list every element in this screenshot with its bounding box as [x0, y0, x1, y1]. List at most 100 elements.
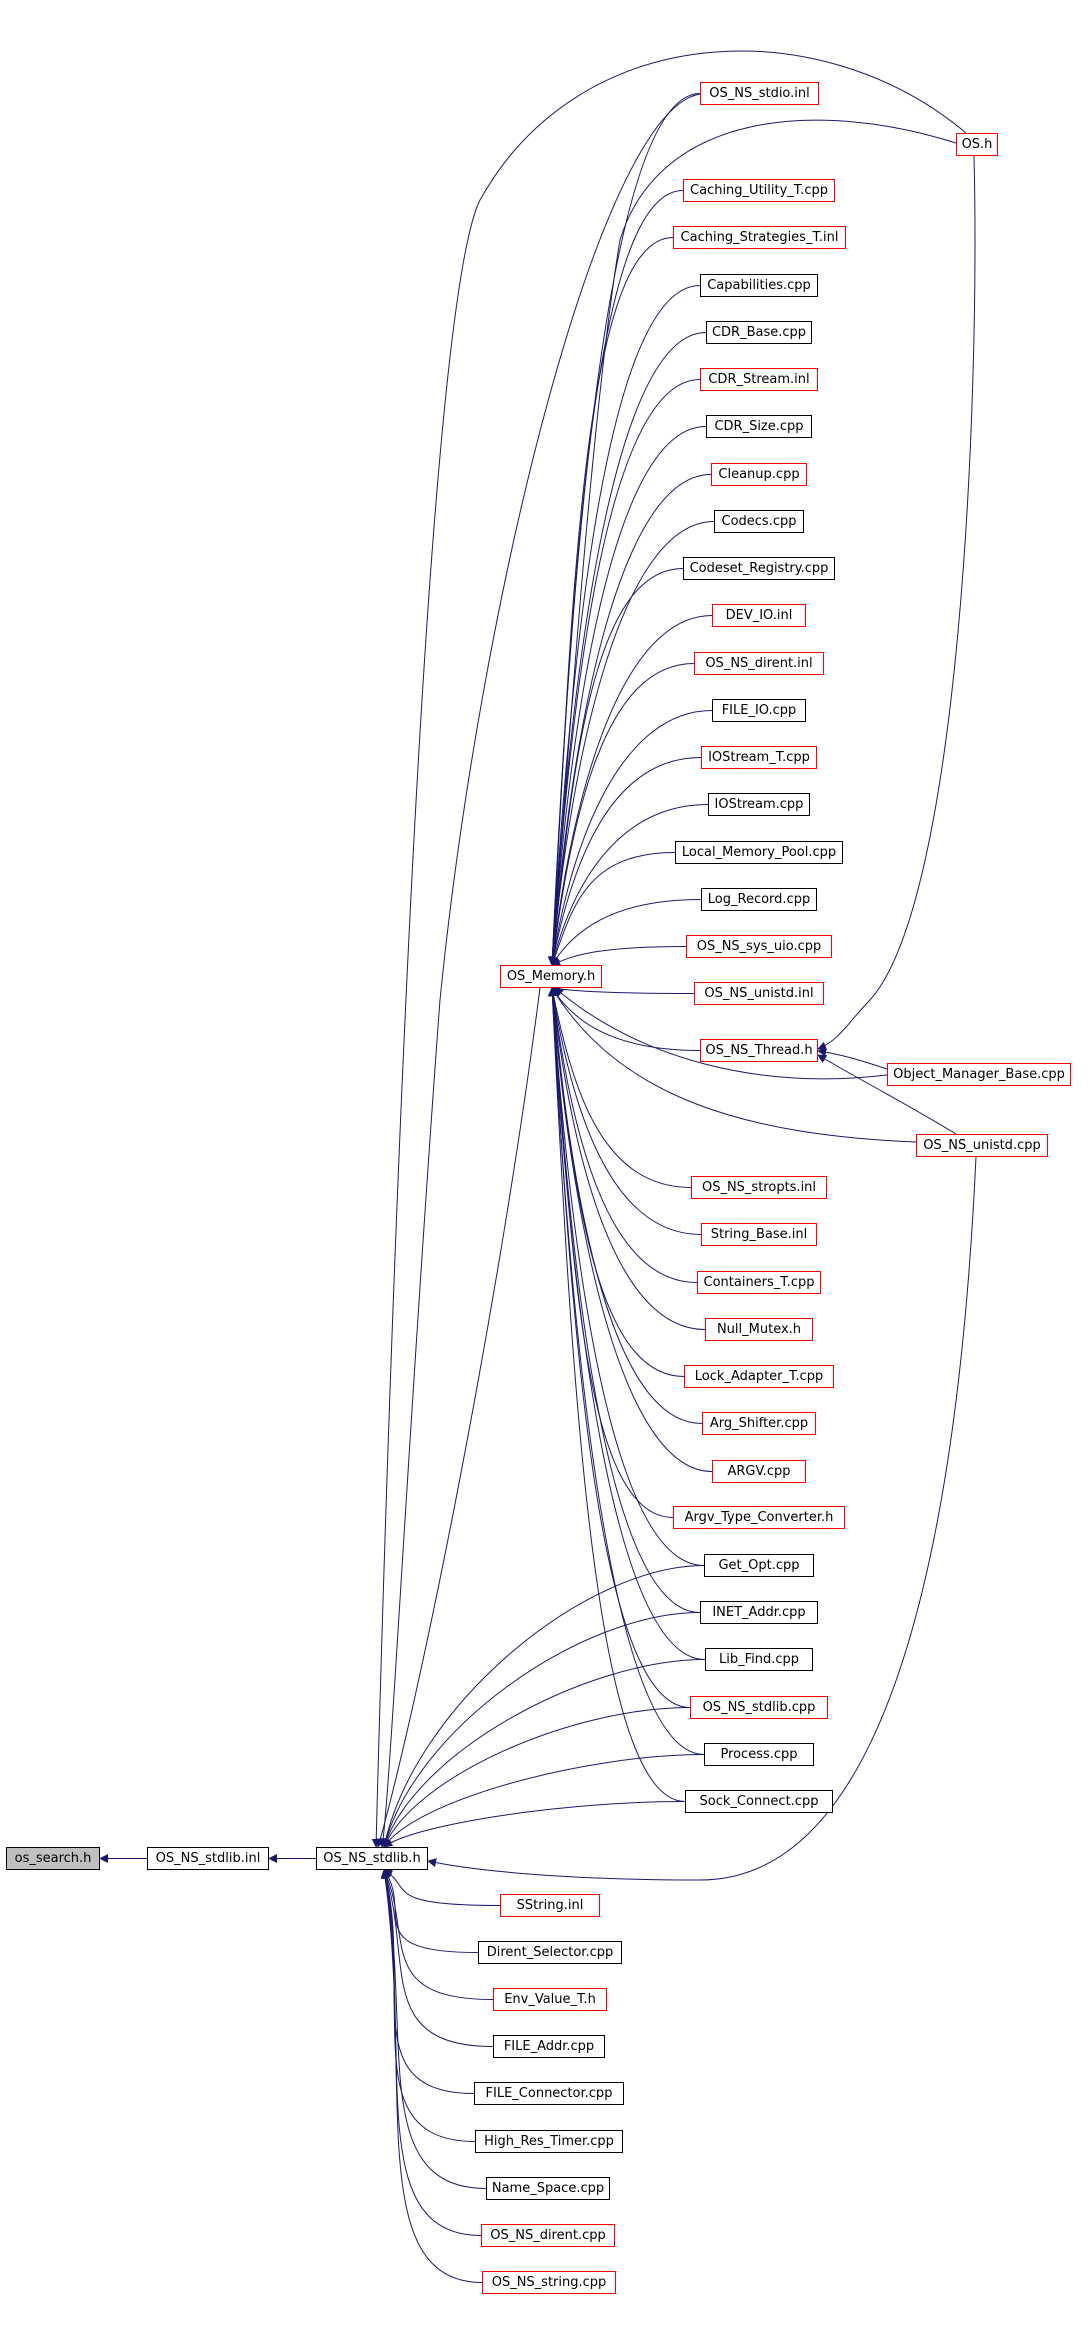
- node-cdr-base-cpp[interactable]: CDR_Base.cpp: [706, 321, 812, 344]
- node-os-ns-unistd-inl[interactable]: OS_NS_unistd.inl: [694, 982, 824, 1005]
- edge-file-io-cpp-to-os-memory-h: [548, 710, 713, 966]
- node-lock-adapter-t-cpp[interactable]: Lock_Adapter_T.cpp: [684, 1365, 834, 1388]
- edge-os-h-to-os-memory-h: [548, 119, 957, 966]
- node-containers-t-cpp[interactable]: Containers_T.cpp: [697, 1271, 821, 1294]
- edge-os-ns-thread-h-to-os-memory-h: [551, 987, 701, 1051]
- edge-sock-connect-cpp-to-os-memory-h: [547, 987, 686, 1802]
- edge-os-ns-stdlib-cpp-to-os-ns-stdlib-h: [383, 1707, 691, 1848]
- node-os-h[interactable]: OS.h: [956, 133, 998, 156]
- node-argv-type-converter-h[interactable]: Argv_Type_Converter.h: [673, 1506, 845, 1529]
- node-file-connector-cpp[interactable]: FILE_Connector.cpp: [474, 2082, 624, 2105]
- edge-cdr-size-cpp-to-os-memory-h: [548, 426, 707, 966]
- node-iostream-cpp[interactable]: IOStream.cpp: [708, 793, 810, 816]
- edge-os-ns-dirent-cpp-to-os-ns-stdlib-h: [380, 1869, 482, 2236]
- edge-cdr-stream-inl-to-os-memory-h: [548, 379, 701, 966]
- edge-log-record-cpp-to-os-memory-h: [551, 899, 702, 966]
- edge-name-space-cpp-to-os-ns-stdlib-h: [381, 1869, 487, 2189]
- edge-string-base-inl-to-os-memory-h: [548, 987, 702, 1235]
- edge-codecs-cpp-to-os-memory-h: [548, 521, 715, 966]
- edge-env-value-t-h-to-os-ns-stdlib-h: [383, 1869, 494, 2000]
- node-argv-cpp[interactable]: ARGV.cpp: [712, 1460, 806, 1483]
- node-name-space-cpp[interactable]: Name_Space.cpp: [486, 2177, 610, 2200]
- node-codecs-cpp[interactable]: Codecs.cpp: [714, 510, 804, 533]
- node-file-addr-cpp[interactable]: FILE_Addr.cpp: [493, 2035, 605, 2058]
- edge-argv-cpp-to-os-memory-h: [548, 987, 713, 1472]
- edge-os-ns-dirent-inl-to-os-memory-h: [548, 663, 695, 966]
- node-dev-io-inl[interactable]: DEV_IO.inl: [712, 604, 806, 627]
- edge-process-cpp-to-os-memory-h: [547, 987, 705, 1755]
- edge-os-h-to-os-ns-stdlib-h: [371, 50, 967, 1848]
- edge-iostream-t-cpp-to-os-memory-h: [549, 757, 702, 966]
- edge-codeset-registry-cpp-to-os-memory-h: [548, 568, 684, 966]
- edge-os-ns-unistd-cpp-to-os-ns-stdlib-h: [427, 1156, 977, 1881]
- edge-local-memory-pool-cpp-to-os-memory-h: [550, 852, 676, 966]
- edge-object-manager-base-cpp-to-os-memory-h: [554, 987, 888, 1080]
- node-cdr-stream-inl[interactable]: CDR_Stream.inl: [700, 368, 818, 391]
- edge-cleanup-cpp-to-os-memory-h: [548, 474, 712, 966]
- node-caching-strategies-t-inl[interactable]: Caching_Strategies_T.inl: [673, 226, 846, 249]
- node-os-ns-stdlib-cpp[interactable]: OS_NS_stdlib.cpp: [690, 1696, 828, 1719]
- node-log-record-cpp[interactable]: Log_Record.cpp: [701, 888, 817, 911]
- node-cleanup-cpp[interactable]: Cleanup.cpp: [711, 463, 807, 486]
- edge-null-mutex-h-to-os-memory-h: [548, 987, 706, 1330]
- edge-file-addr-cpp-to-os-ns-stdlib-h: [382, 1869, 494, 2047]
- node-inet-addr-cpp[interactable]: INET_Addr.cpp: [700, 1601, 818, 1624]
- edge-cdr-base-cpp-to-os-memory-h: [548, 332, 707, 966]
- edge-os-ns-stropts-inl-to-os-memory-h: [549, 987, 692, 1188]
- node-cdr-size-cpp[interactable]: CDR_Size.cpp: [706, 415, 812, 438]
- node-sstring-inl[interactable]: SString.inl: [500, 1894, 600, 1917]
- edge-dev-io-inl-to-os-memory-h: [548, 615, 713, 966]
- node-os-ns-string-cpp[interactable]: OS_NS_string.cpp: [482, 2271, 616, 2294]
- node-env-value-t-h[interactable]: Env_Value_T.h: [493, 1988, 607, 2011]
- edge-inet-addr-cpp-to-os-ns-stdlib-h: [381, 1612, 701, 1848]
- edge-lib-find-cpp-to-os-ns-stdlib-h: [382, 1659, 706, 1848]
- node-arg-shifter-cpp[interactable]: Arg_Shifter.cpp: [702, 1412, 816, 1435]
- node-capabilities-cpp[interactable]: Capabilities.cpp: [700, 274, 818, 297]
- node-os-ns-stdlib-h[interactable]: OS_NS_stdlib.h: [316, 1847, 428, 1870]
- edge-dirent-selector-cpp-to-os-ns-stdlib-h: [383, 1869, 479, 1953]
- edge-os-ns-stdio-inl-to-os-ns-stdlib-h: [378, 93, 701, 1848]
- node-os-search-h: os_search.h: [6, 1847, 100, 1870]
- edge-capabilities-cpp-to-os-memory-h: [547, 285, 701, 966]
- edge-os-h-to-os-ns-thread-h: [817, 155, 976, 1051]
- node-process-cpp[interactable]: Process.cpp: [704, 1743, 814, 1766]
- node-high-res-timer-cpp[interactable]: High_Res_Timer.cpp: [475, 2130, 623, 2153]
- edge-os-ns-unistd-cpp-to-os-memory-h: [551, 987, 917, 1143]
- node-os-ns-sys-uio-cpp[interactable]: OS_NS_sys_uio.cpp: [686, 935, 832, 958]
- node-os-ns-dirent-cpp[interactable]: OS_NS_dirent.cpp: [481, 2224, 615, 2247]
- node-local-memory-pool-cpp[interactable]: Local_Memory_Pool.cpp: [675, 841, 843, 864]
- edge-get-opt-cpp-to-os-ns-stdlib-h: [381, 1565, 705, 1848]
- edge-process-cpp-to-os-ns-stdlib-h: [383, 1754, 705, 1848]
- edge-object-manager-base-cpp-to-os-ns-thread-h: [817, 1047, 888, 1070]
- node-get-opt-cpp[interactable]: Get_Opt.cpp: [704, 1554, 814, 1577]
- node-object-manager-base-cpp[interactable]: Object_Manager_Base.cpp: [887, 1063, 1071, 1086]
- node-os-ns-dirent-inl[interactable]: OS_NS_dirent.inl: [694, 652, 824, 675]
- edge-os-ns-unistd-cpp-to-os-ns-thread-h: [817, 1054, 957, 1135]
- edge-arg-shifter-cpp-to-os-memory-h: [548, 987, 703, 1424]
- node-os-ns-stropts-inl[interactable]: OS_NS_stropts.inl: [691, 1176, 827, 1199]
- node-os-ns-thread-h[interactable]: OS_NS_Thread.h: [700, 1039, 818, 1062]
- node-os-ns-stdio-inl[interactable]: OS_NS_stdio.inl: [700, 82, 819, 105]
- node-iostream-t-cpp[interactable]: IOStream_T.cpp: [701, 746, 817, 769]
- edge-sock-connect-cpp-to-os-ns-stdlib-h: [383, 1801, 686, 1848]
- edge-caching-strategies-t-inl-to-os-memory-h: [547, 237, 674, 966]
- node-codeset-registry-cpp[interactable]: Codeset_Registry.cpp: [683, 557, 835, 580]
- node-dirent-selector-cpp[interactable]: Dirent_Selector.cpp: [478, 1941, 622, 1964]
- node-string-base-inl[interactable]: String_Base.inl: [701, 1223, 817, 1246]
- node-caching-utility-t-cpp[interactable]: Caching_Utility_T.cpp: [683, 179, 835, 202]
- node-sock-connect-cpp[interactable]: Sock_Connect.cpp: [685, 1790, 833, 1813]
- node-null-mutex-h[interactable]: Null_Mutex.h: [705, 1318, 813, 1341]
- node-os-ns-unistd-cpp[interactable]: OS_NS_unistd.cpp: [916, 1134, 1048, 1157]
- node-os-ns-stdlib-inl[interactable]: OS_NS_stdlib.inl: [147, 1847, 269, 1870]
- node-os-memory-h[interactable]: OS_Memory.h: [500, 965, 602, 988]
- edge-os-memory-h-to-os-ns-stdlib-h: [375, 987, 541, 1848]
- edge-get-opt-cpp-to-os-memory-h: [548, 987, 705, 1566]
- node-file-io-cpp[interactable]: FILE_IO.cpp: [712, 699, 806, 722]
- edge-iostream-cpp-to-os-memory-h: [549, 804, 709, 966]
- edge-containers-t-cpp-to-os-memory-h: [548, 987, 698, 1283]
- edge-os-ns-sys-uio-cpp-to-os-memory-h: [551, 946, 687, 966]
- edge-lib-find-cpp-to-os-memory-h: [547, 987, 706, 1660]
- edge-os-ns-string-cpp-to-os-ns-stdlib-h: [380, 1869, 483, 2283]
- node-lib-find-cpp[interactable]: Lib_Find.cpp: [705, 1648, 813, 1671]
